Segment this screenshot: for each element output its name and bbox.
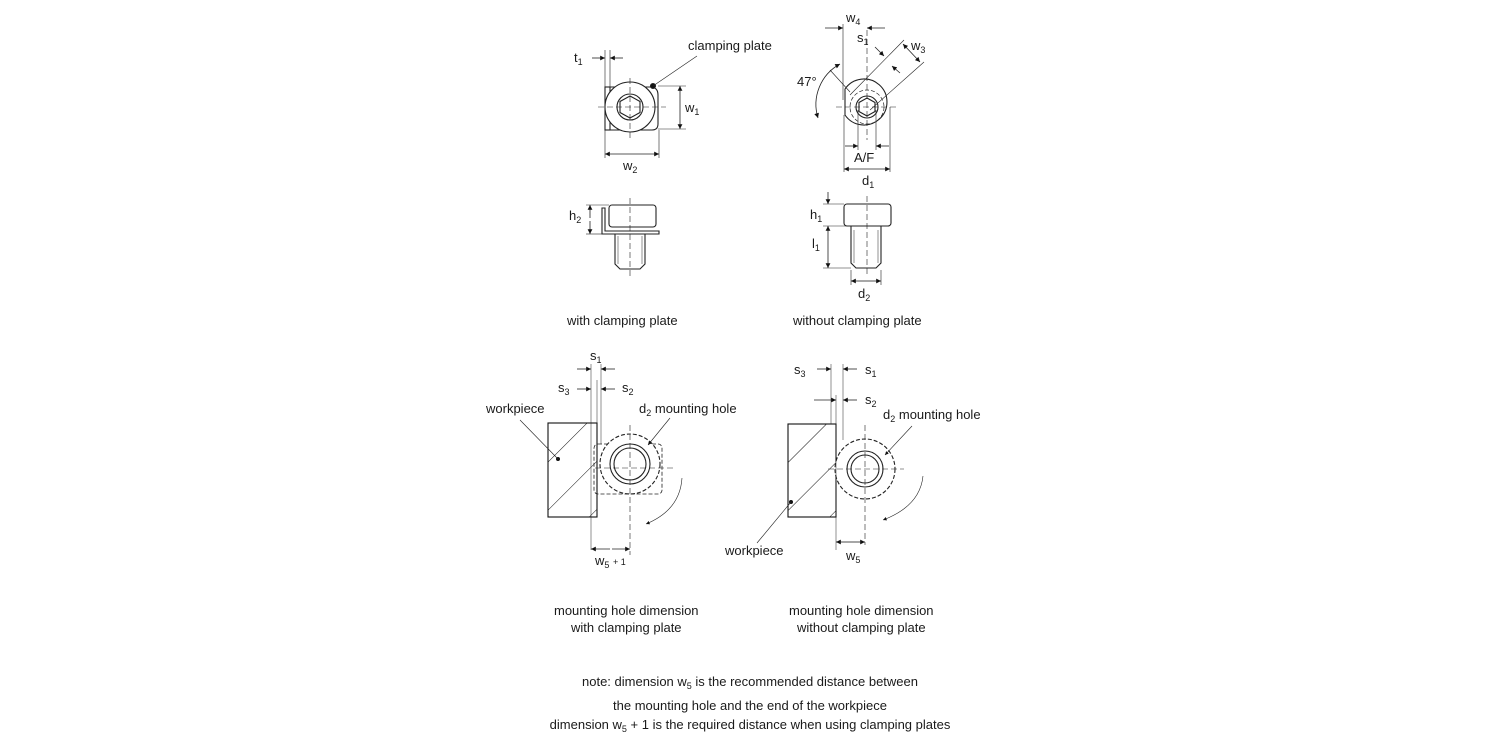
angle-47: 47° (797, 74, 817, 89)
dim-d1: d1 (862, 173, 875, 190)
dim-s3-mount-b: s3 (794, 362, 806, 379)
dim-h1: h1 (810, 207, 823, 224)
caption-without-plate: without clamping plate (793, 313, 922, 328)
dim-t1: t1 (574, 50, 583, 67)
dim-h2: h2 (569, 208, 582, 225)
dim-s1-mount-a: s1 (590, 348, 602, 365)
dim-s2-mount-b: s2 (865, 392, 877, 409)
dim-w5: w5 (846, 548, 861, 565)
workpiece-label-a: workpiece (486, 401, 545, 416)
workpiece-label-b: workpiece (725, 543, 784, 558)
side-view-without-plate (823, 192, 892, 285)
dim-s3-mount-a: s3 (558, 380, 570, 397)
top-view-without-plate (814, 24, 925, 172)
mounting-view-with-plate (519, 364, 683, 555)
footnote: note: dimension w5 is the recommended di… (549, 674, 951, 734)
dim-l1: l1 (812, 236, 820, 253)
dim-s1: s1 (857, 30, 869, 47)
dim-w2: w2 (623, 158, 638, 175)
mounting-hole-label-a: d2 mounting hole (639, 401, 737, 418)
dim-w5-plus-1: w5 + 1 (595, 553, 626, 570)
dim-s2-mount-a: s2 (622, 380, 634, 397)
mounting-view-without-plate (756, 364, 924, 550)
mounting-hole-label-b: d2 mounting hole (883, 407, 981, 424)
dim-d2: d2 (858, 286, 871, 303)
dim-w4: w4 (846, 10, 861, 27)
dim-af: A/F (854, 150, 875, 165)
top-view-with-plate (592, 50, 698, 158)
dim-w1: w1 (685, 100, 700, 117)
caption-with-plate: with clamping plate (567, 313, 678, 328)
dim-s1-mount-b: s1 (865, 362, 877, 379)
dim-w3: w3 (911, 38, 926, 55)
clamping-plate-callout: clamping plate (688, 38, 772, 53)
side-view-with-plate (586, 198, 660, 276)
